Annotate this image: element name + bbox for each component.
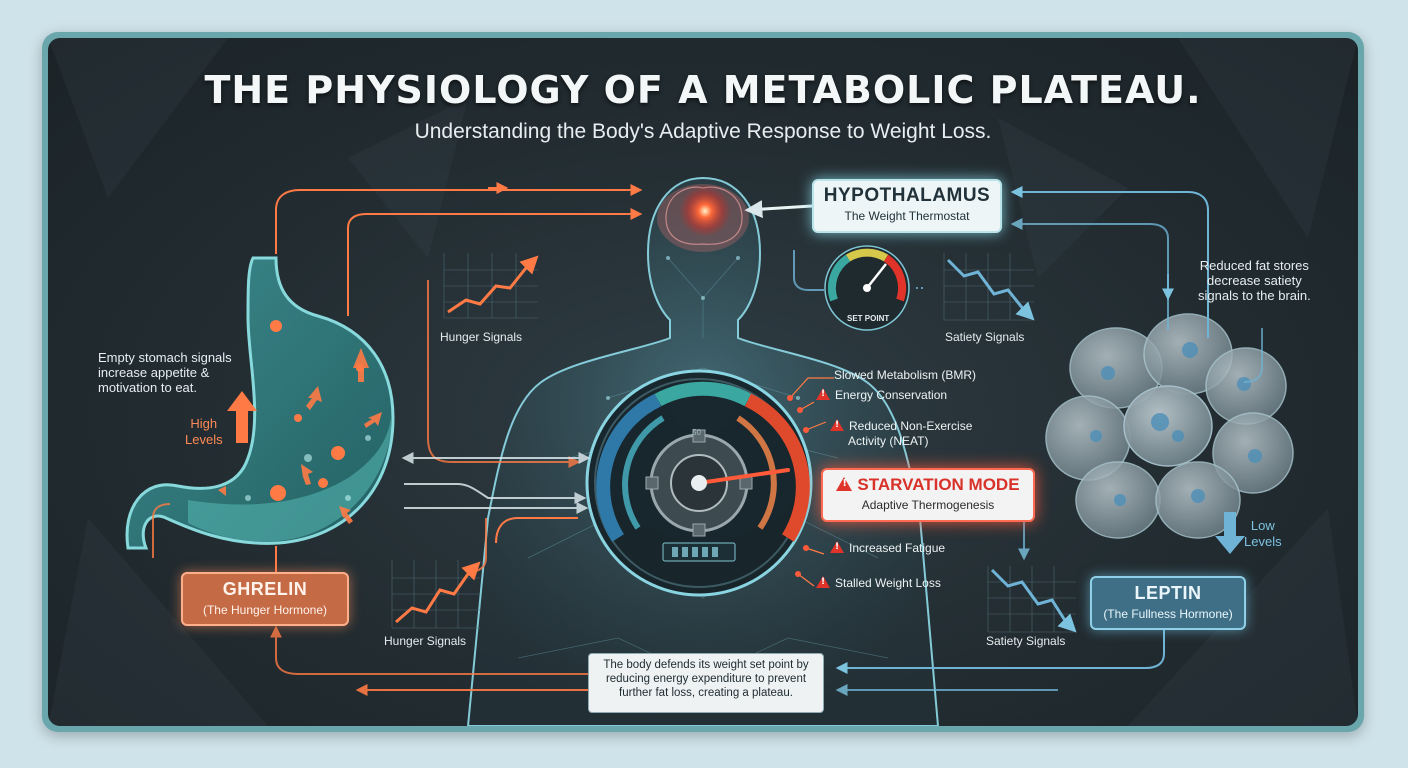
body-note-line-3: further fat loss, creating a plateau. [619, 687, 793, 699]
effect-neat-row: Reduced Non-Exercise [830, 419, 972, 433]
satiety-signals-chart-top [943, 253, 1035, 321]
effect-slowed-metabolism: Slowed Metabolism (BMR) [834, 368, 977, 382]
low-levels-label: Low Levels [1244, 518, 1282, 550]
effect-energy-conservation: Energy Conservation [835, 388, 948, 402]
hypothalamus-title: HYPOTHALAMUS [823, 185, 991, 206]
high-levels-label: High Levels [185, 416, 223, 448]
infographic-panel: THE PHYSIOLOGY OF A METABOLIC PLATEAU. U… [48, 38, 1358, 726]
starvation-mode-subtitle: Adaptive Thermogenesis [861, 498, 995, 512]
fat-note-line-2: decrease satiety [1207, 273, 1302, 288]
hunger-signals-label-bottom: Hunger Signals [384, 634, 467, 648]
high-levels-arrow [227, 391, 257, 443]
fat-cells-cluster [1045, 313, 1294, 539]
effect-increased-fatigue: Increased Fatigue [849, 541, 946, 555]
hypothalamus-label-box: HYPOTHALAMUS The Weight Thermostat [812, 179, 1002, 233]
set-point-gauge [824, 245, 910, 331]
warning-icon [830, 541, 844, 553]
set-point-explanation-box: The body defends its weight set point by… [588, 653, 824, 713]
starvation-mode-title: STARVATION MODE [857, 475, 1020, 494]
ghrelin-subtitle: (The Hunger Hormone) [202, 603, 328, 617]
effect-energy-conservation-row: Energy Conservation [816, 388, 947, 402]
stomach-note-line-1: Empty stomach signals [98, 350, 232, 365]
hypothalamus-pointer-arrow [744, 200, 813, 219]
satiety-signals-label-top: Satiety Signals [945, 330, 1025, 344]
page-subtitle: Understanding the Body's Adaptive Respon… [414, 120, 992, 143]
low-levels-line-2: Levels [1244, 534, 1282, 549]
gauge-mark-label: 50 [692, 428, 701, 437]
high-levels-line-1: High [190, 416, 218, 431]
fat-note-line-3: signals to the brain. [1198, 288, 1311, 303]
satiety-signals-label-bottom: Satiety Signals [986, 634, 1066, 648]
diagram-canvas [48, 38, 1358, 726]
hunger-signals-label-top: Hunger Signals [440, 330, 523, 344]
warning-icon [816, 576, 830, 588]
hypothalamus-subtitle: The Weight Thermostat [844, 209, 970, 223]
fat-stores-note: Reduced fat stores decrease satiety sign… [1198, 258, 1311, 303]
effect-reduced-non-exercise: Reduced Non-Exercise [849, 419, 973, 433]
leptin-label-box: LEPTIN (The Fullness Hormone) [1090, 576, 1246, 630]
effect-pointer-dots [787, 395, 809, 577]
high-levels-line-2: Levels [185, 432, 223, 447]
low-levels-line-1: Low [1250, 518, 1275, 533]
fat-note-line-1: Reduced fat stores [1199, 258, 1309, 273]
infographic-frame: THE PHYSIOLOGY OF A METABOLIC PLATEAU. U… [42, 32, 1364, 732]
effect-stalled-row: Stalled Weight Loss [816, 576, 941, 590]
leptin-subtitle: (The Fullness Hormone) [1103, 607, 1233, 621]
leptin-title: LEPTIN [1134, 583, 1202, 603]
set-point-label: SET POINT [847, 314, 890, 323]
metabolism-dial [585, 369, 813, 597]
hunger-signals-chart-top [443, 253, 539, 319]
body-note-line-2: reducing energy expenditure to prevent [605, 673, 807, 685]
stomach-note-line-3: motivation to eat. [98, 380, 197, 395]
hunger-signals-chart-bottom [391, 560, 481, 629]
starvation-mode-box: STARVATION MODE Adaptive Thermogenesis [821, 468, 1035, 522]
low-levels-arrow [1215, 512, 1245, 554]
stomach-illustration [125, 256, 395, 550]
warning-icon [816, 388, 830, 400]
effect-neat-activity: Activity (NEAT) [848, 434, 929, 448]
satiety-signals-chart-bottom [987, 566, 1077, 633]
warning-icon [836, 477, 853, 491]
stomach-note: Empty stomach signals increase appetite … [98, 350, 232, 395]
page-title: THE PHYSIOLOGY OF A METABOLIC PLATEAU. [204, 68, 1202, 112]
satiety-pathway-arrows [793, 186, 1263, 696]
body-note-line-1: The body defends its weight set point by [603, 659, 809, 671]
ghrelin-title: GHRELIN [222, 579, 308, 599]
brain-hypothalamus-glow [657, 184, 749, 252]
signal-arrows-to-dial [401, 452, 591, 514]
stomach-note-line-2: increase appetite & [98, 365, 210, 380]
ghrelin-label-box: GHRELIN (The Hunger Hormone) [181, 572, 349, 626]
warning-icon [830, 419, 844, 431]
effect-stalled-weight-loss: Stalled Weight Loss [835, 576, 941, 590]
effect-fatigue-row: Increased Fatigue [830, 541, 945, 555]
